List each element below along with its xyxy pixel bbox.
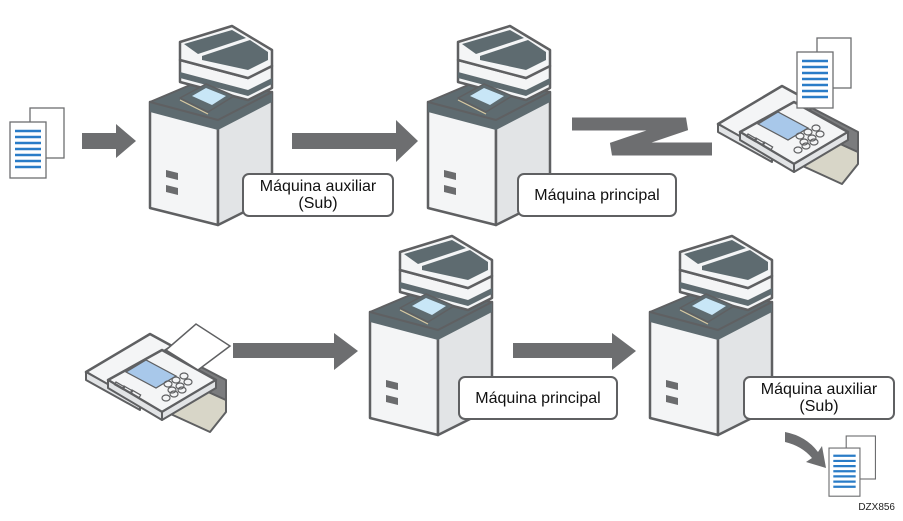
fax-destination: [716, 36, 860, 186]
arrow-docs-to-sub: [82, 124, 136, 158]
figure-code: DZX856: [858, 502, 895, 513]
sub-machine-label-bottom: Máquina auxiliar (Sub): [743, 376, 895, 420]
arrow-fax-to-main: [233, 333, 358, 370]
input-documents: [8, 106, 66, 180]
sub-machine-label-top: Máquina auxiliar (Sub): [242, 173, 394, 217]
telephone-line-icon: [572, 117, 712, 156]
main-machine-label-bottom: Máquina principal: [458, 376, 618, 420]
arrow-sub-to-main: [292, 120, 418, 162]
main-machine-label-top: Máquina principal: [517, 173, 677, 217]
arrow-main-to-sub: [513, 333, 636, 370]
fax-source: [84, 323, 232, 434]
output-arrow: [785, 432, 826, 468]
output-documents: [827, 434, 877, 498]
